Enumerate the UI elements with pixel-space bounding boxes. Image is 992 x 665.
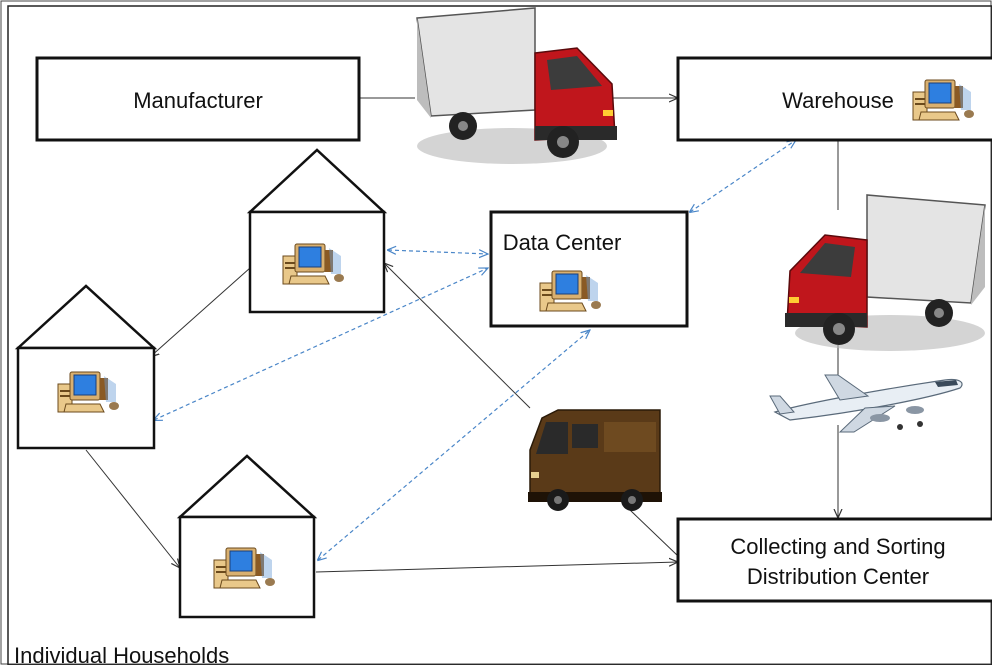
data-link-house3 <box>318 330 590 560</box>
connector-house2-house3 <box>85 449 180 568</box>
household-2 <box>14 284 158 450</box>
inner-frame <box>7 5 992 665</box>
data-center-box <box>489 210 689 328</box>
manufacturer-label: Manufacturer <box>133 88 263 113</box>
delivery-truck-icon <box>416 7 618 165</box>
data-link-house1 <box>388 250 488 254</box>
households-caption: Individual Households <box>14 643 229 665</box>
delivery-van-icon <box>528 409 662 511</box>
delivery-truck-icon <box>784 194 986 352</box>
household-3 <box>176 454 318 619</box>
distribution-center-label-line1: Collecting and Sorting <box>730 534 945 559</box>
manufacturer-box <box>35 56 361 142</box>
connector-house3-distribution <box>315 562 678 573</box>
household-1 <box>246 148 388 314</box>
connector-house1-house2 <box>150 267 251 357</box>
warehouse-label: Warehouse <box>782 88 894 113</box>
connector-distribution-van <box>629 509 679 557</box>
distribution-center-box <box>676 517 992 603</box>
data-center-label: Data Center <box>503 230 622 255</box>
airplane-icon <box>769 374 963 433</box>
data-link-warehouse <box>690 140 796 212</box>
distribution-center-label-line2: Distribution Center <box>747 564 929 589</box>
